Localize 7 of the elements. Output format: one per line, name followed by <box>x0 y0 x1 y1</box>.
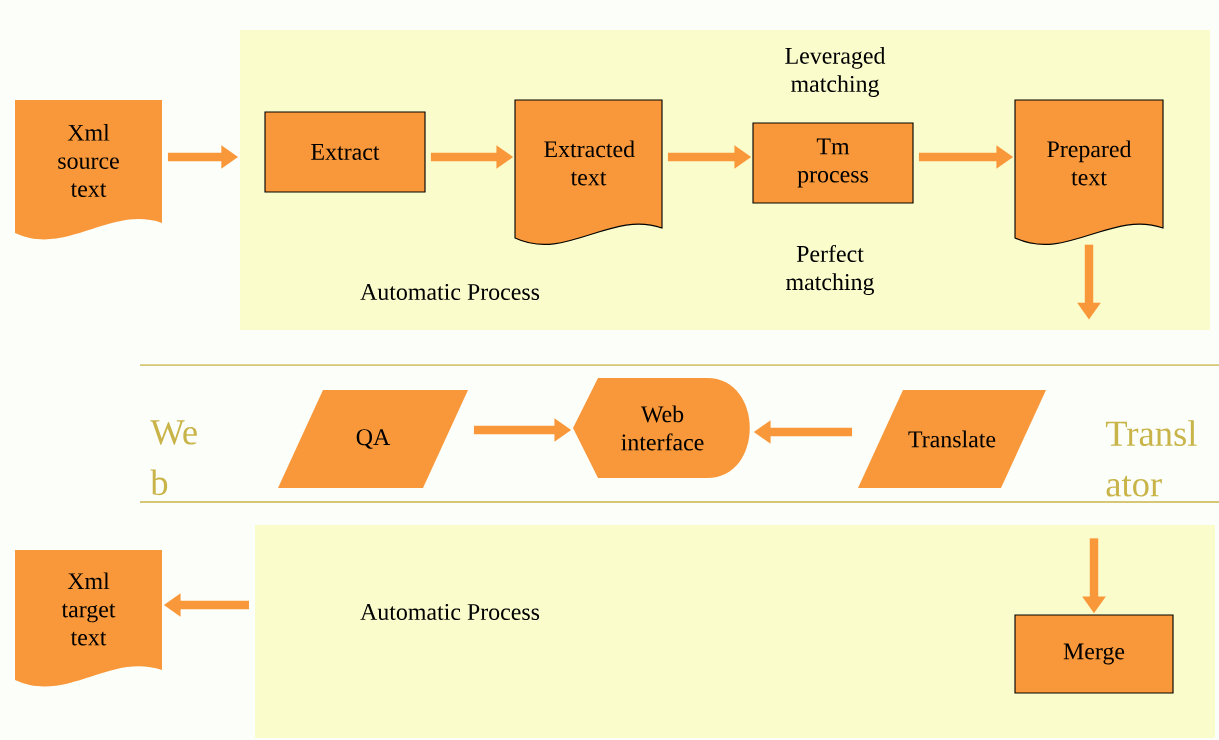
process-box: Extract <box>264 111 426 193</box>
process-box: Tm process <box>752 122 914 204</box>
faded-label: Transl ator <box>1105 420 1197 497</box>
node-caption: Perfect matching <box>786 244 875 296</box>
process-box: Merge <box>1014 614 1174 694</box>
faded-label: We b <box>150 420 197 496</box>
node-caption: Leveraged matching <box>785 47 886 97</box>
